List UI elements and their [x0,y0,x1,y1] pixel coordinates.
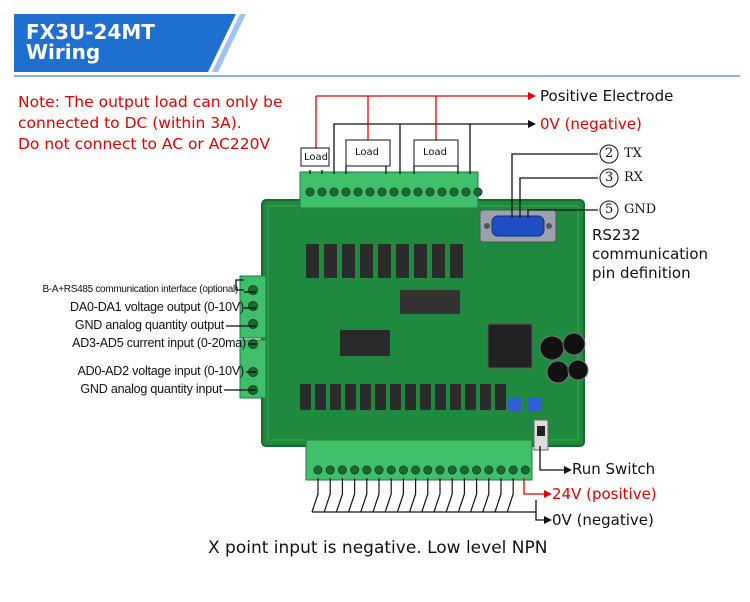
load-label-1: Load [304,152,328,163]
ad35-input-label: AD3-AD5 current input (0-20ma) [72,336,246,350]
capacitor [539,335,565,361]
da-output-label: DA0-DA1 voltage output (0-10V) [70,300,244,314]
header-banner: FX3U-24MT Wiring [0,0,750,80]
load-label-2: Load [355,147,379,158]
mcu-chip [487,323,533,369]
pin-number: 5 [605,202,614,217]
pin-name-gnd: GND [624,202,657,217]
run-switch-label: Run Switch [572,460,656,478]
footer-caption: X point input is negative. Low level NPN [208,538,548,558]
rs232-description: RS232 communication pin definition [592,226,709,282]
rs485-label: B-A+RS485 communication interface (optio… [42,284,238,295]
gnd-output-label: GND analog quantity output [74,318,224,332]
load-label-3: Load [423,147,447,158]
header-graphic [14,14,740,77]
0v-negative-label: 0V (negative) [552,511,654,529]
positive-electrode-label: Positive Electrode [540,87,674,105]
pin-name-rx: RX [624,170,644,185]
input-terminal-block [305,439,533,481]
24v-positive-label: 24V (positive) [552,485,657,503]
gnd-input-label: GND analog quantity input [80,382,222,396]
pin-number: 2 [605,146,614,161]
ad02-input-label: AD0-AD2 voltage input (0-10V) [77,364,244,378]
output-terminal-block [299,171,479,209]
page-title: FX3U-24MT Wiring [26,20,155,64]
pin-name-tx: TX [624,146,642,161]
warning-note: Note: The output load can only be connec… [18,93,283,153]
negative-top-label: 0V (negative) [540,115,642,133]
pin-number: 3 [605,170,614,185]
